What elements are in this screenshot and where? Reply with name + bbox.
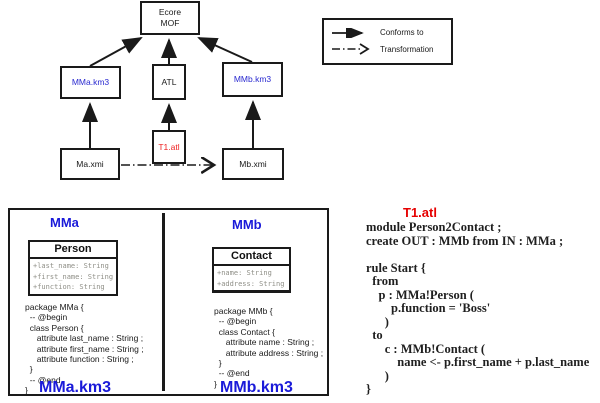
- person-attr-function: +function: String: [33, 283, 105, 291]
- conformance-diagram-arrows: [82, 37, 261, 200]
- person-operations-compartment: [30, 293, 116, 299]
- person-attr-first-name: +first_name: String: [33, 272, 114, 281]
- legend-row-conforms: Conforms to: [330, 27, 445, 38]
- legend-conforms-label: Conforms to: [380, 28, 424, 38]
- node-mb-xmi: Mb.xmi: [222, 148, 284, 180]
- mmb-km3-code: package MMb { -- @begin class Contact { …: [214, 306, 324, 389]
- atl-listing-title: T1.atl: [403, 205, 437, 220]
- person-attr-last-name: +last_name: String: [33, 262, 109, 270]
- contact-operations-compartment: [214, 290, 289, 295]
- dash-dot-arrow-icon: [332, 43, 370, 56]
- panel-divider: [162, 213, 165, 391]
- metamodel-panel: MMa Person +last_name: String +first_nam…: [8, 208, 329, 396]
- node-mmb-km3: MMb.km3: [222, 62, 283, 97]
- contact-attr-address: +address: String: [217, 279, 285, 288]
- node-ma-xmi: Ma.xmi: [60, 148, 120, 180]
- person-attributes: +last_name: String +first_name: String +…: [30, 259, 116, 294]
- legend: Conforms to Transformation: [322, 18, 453, 65]
- mmb-title: MMb: [232, 217, 262, 232]
- node-t1-atl: T1.atl: [152, 130, 186, 164]
- mma-title: MMa: [50, 215, 79, 230]
- legend-transformation-label: Transformation: [380, 44, 434, 54]
- atl-listing-code: module Person2Contact ; create OUT : MMb…: [366, 220, 590, 396]
- node-atl: ATL: [152, 64, 186, 100]
- arrow-mmbkm3-to-ecore: [197, 37, 253, 63]
- contact-class-box: Contact +name: String +address: String: [212, 247, 291, 293]
- solid-arrow-icon: [332, 27, 364, 38]
- person-class-box: Person +last_name: String +first_name: S…: [28, 240, 118, 296]
- mmb-km3-file-label: MMb.km3: [220, 379, 293, 396]
- contact-attr-name: +name: String: [217, 269, 272, 277]
- mma-km3-code: package MMa { -- @begin class Person { a…: [25, 302, 144, 396]
- person-class-name: Person: [30, 242, 116, 259]
- contact-class-name: Contact: [214, 249, 289, 266]
- mma-km3-file-label: MMa.km3: [39, 379, 112, 396]
- contact-attributes: +name: String +address: String: [214, 266, 289, 290]
- node-mma-km3: MMa.km3: [60, 66, 121, 99]
- node-ecore-mof: Ecore MOF: [140, 1, 200, 35]
- legend-row-transformation: Transformation: [330, 43, 445, 56]
- arrow-mmakm3-to-ecore: [89, 37, 143, 67]
